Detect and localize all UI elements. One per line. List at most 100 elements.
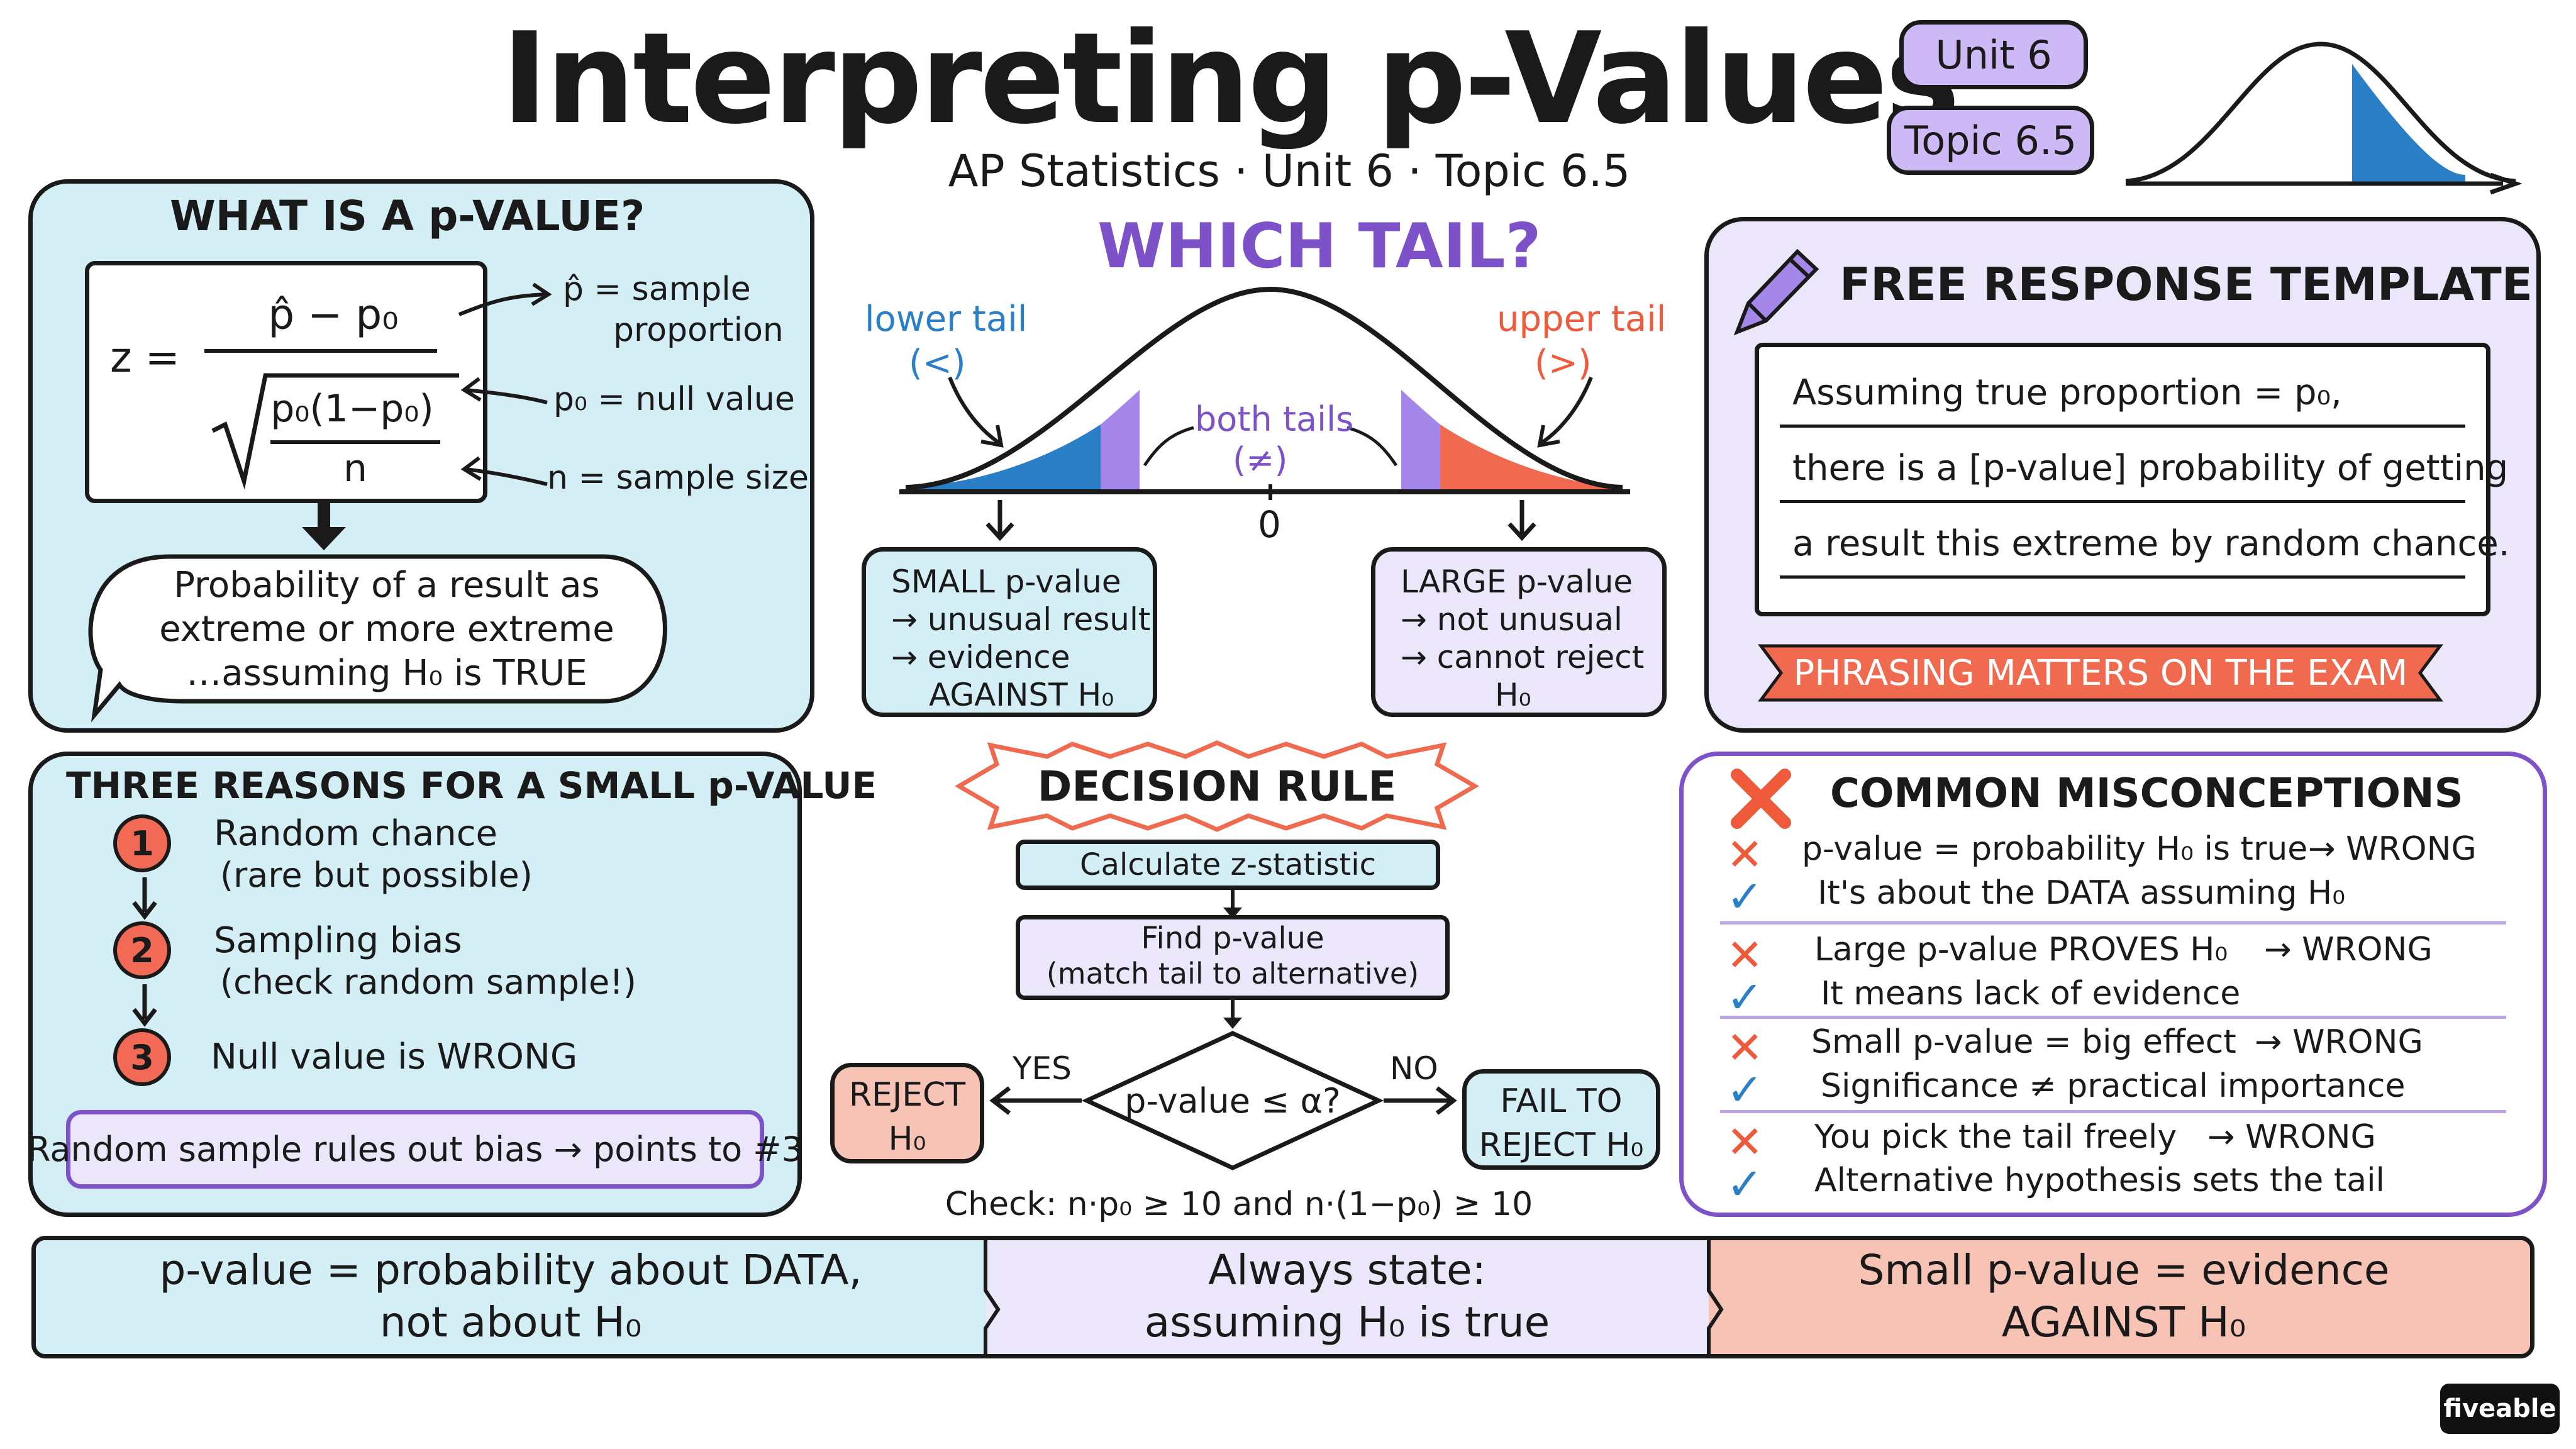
unit-badge: Unit 6 — [1899, 20, 2088, 89]
no-arrow — [1384, 1086, 1457, 1115]
upper-tail-label: upper tail — [1497, 299, 1667, 340]
misconceptions-panel — [1679, 752, 2547, 1217]
square-root-sign — [211, 373, 459, 490]
yes-arrow — [989, 1086, 1082, 1115]
footer-right-line-1: Small p-value = evidence — [1858, 1246, 2390, 1294]
misconception-2: Large p-value PROVES H₀ — [1814, 931, 2228, 969]
small-box-line-3: → evidence — [891, 639, 1070, 675]
phrasing-banner: PHRASING MATTERS ON THE EXAM — [1793, 652, 2408, 694]
header-bell-curve-icon — [2125, 42, 2523, 195]
reason-2-sub: (check random sample!) — [220, 962, 636, 1002]
reason-3-badge: 3 — [113, 1028, 171, 1086]
correction-4: Alternative hypothesis sets the tail — [1814, 1162, 2385, 1199]
wrong-x-icon-2: ✕ — [1726, 930, 1763, 981]
large-box-line-1: LARGE p-value — [1401, 564, 1633, 600]
small-box-line-1: SMALL p-value — [891, 564, 1121, 600]
small-box-line-4: AGAINST H₀ — [929, 677, 1114, 713]
verdict-1: → WRONG — [2308, 830, 2477, 868]
template-line-3: a result this extreme by random chance. — [1780, 516, 2510, 579]
template-line-2: there is a [p-value] probability of gett… — [1780, 440, 2508, 503]
footer-right-segment — [1709, 1240, 2530, 1354]
page-title: Interpreting p-Values — [501, 5, 1960, 152]
verdict-4: → WRONG — [2207, 1118, 2376, 1156]
footer-jagged-divider-1 — [984, 1240, 1001, 1354]
formula-denominator-bottom: n — [343, 447, 368, 491]
formula-lhs: z = — [110, 333, 180, 382]
yes-label: YES — [1013, 1050, 1072, 1087]
zero-label: 0 — [1258, 503, 1281, 546]
misconception-3: Small p-value = big effect — [1811, 1023, 2236, 1061]
large-pvalue-box: LARGE p-value → not unusual → cannot rej… — [1371, 547, 1667, 717]
fraction-bar — [204, 349, 437, 353]
down-arrow-icon — [302, 503, 346, 550]
small-pvalue-box: SMALL p-value → unusual result → evidenc… — [862, 547, 1157, 717]
legend-n: n = sample size — [547, 459, 809, 497]
decision-diamond — [1082, 1031, 1384, 1170]
reject-box: REJECT H₀ — [830, 1063, 984, 1163]
small-arrow-icon — [985, 500, 1014, 541]
flow-arrow-1 — [1223, 890, 1242, 919]
reject-line-2: H₀ — [888, 1119, 926, 1158]
flow-arrow-2 — [1223, 1000, 1242, 1029]
footer-bar: p-value = probability about DATA, not ab… — [31, 1236, 2534, 1358]
check-icon-4: ✓ — [1726, 1158, 1763, 1210]
step-find-p-line-1: Find p-value — [1141, 921, 1324, 956]
both-tails-symbol: (≠) — [1233, 440, 1288, 480]
footer-middle-segment — [985, 1240, 1709, 1354]
no-label: NO — [1390, 1050, 1438, 1087]
check-icon-3: ✓ — [1726, 1064, 1763, 1116]
misconception-1: p-value = probability H₀ is true — [1802, 830, 2308, 868]
footer-middle-line-1: Always state: — [1208, 1246, 1486, 1294]
which-tail-heading: WHICH TAIL? — [1097, 211, 1541, 282]
reason-3-title: Null value is WRONG — [211, 1036, 578, 1077]
legend-p-hat: p̂ = sample — [563, 270, 751, 308]
reason-1-title: Random chance — [214, 813, 497, 854]
conditions-check: Check: n·p₀ ≥ 10 and n·(1−p₀) ≥ 10 — [945, 1185, 1533, 1223]
free-response-heading: FREE RESPONSE TEMPLATE — [1840, 258, 2533, 311]
what-is-heading: WHAT IS A p-VALUE? — [170, 192, 645, 240]
footer-left-line-1: p-value = probability about DATA, — [159, 1246, 862, 1294]
row-divider-1 — [1720, 921, 2506, 924]
large-box-line-3: → cannot reject — [1401, 639, 1645, 675]
template-card — [1755, 343, 2490, 616]
diamond-question: p-value ≤ α? — [1124, 1080, 1341, 1121]
footer-left-line-2: not about H₀ — [379, 1298, 642, 1346]
brand-logo: fiveable — [2440, 1384, 2560, 1434]
reason-arrow-1 — [132, 877, 157, 920]
correction-1: It's about the DATA assuming H₀ — [1818, 874, 2346, 912]
footer-left-segment — [36, 1240, 985, 1354]
misconceptions-heading: COMMON MISCONCEPTIONS — [1830, 770, 2463, 817]
step-find-p-line-2: (match tail to alternative) — [1046, 957, 1419, 991]
tails-bell-curve — [899, 286, 1630, 500]
step-calc-z: Calculate z-statistic — [1016, 840, 1440, 890]
footer-right-line-2: AGAINST H₀ — [2001, 1298, 2246, 1346]
decision-heading: DECISION RULE — [1037, 762, 1397, 811]
fail-to-reject-box: FAIL TO REJECT H₀ — [1462, 1069, 1660, 1170]
step-find-p — [1016, 915, 1450, 1000]
legend-p-hat-extra: proportion — [613, 311, 784, 349]
fail-line-1: FAIL TO — [1500, 1082, 1623, 1120]
reasons-note: Random sample rules out bias → points to… — [27, 1110, 803, 1189]
reject-line-1: REJECT — [848, 1075, 966, 1114]
check-icon-2: ✓ — [1726, 972, 1763, 1023]
speech-bubble — [88, 554, 667, 723]
correction-3: Significance ≠ practical importance — [1821, 1067, 2406, 1105]
correction-2: It means lack of evidence — [1821, 975, 2241, 1013]
formula-numerator: p̂ − p₀ — [268, 290, 399, 339]
big-x-icon — [1731, 769, 1791, 829]
fail-line-2: REJECT H₀ — [1479, 1126, 1644, 1164]
bubble-line-3: …assuming H₀ is TRUE — [186, 652, 587, 694]
reason-2-badge: 2 — [113, 921, 171, 979]
wrong-x-icon-3: ✕ — [1726, 1022, 1763, 1074]
small-box-line-2: → unusual result — [891, 601, 1151, 638]
formula-box — [85, 261, 487, 503]
large-arrow-icon — [1507, 500, 1536, 541]
bubble-line-2: extreme or more extreme — [159, 608, 614, 650]
verdict-2: → WRONG — [2264, 931, 2433, 969]
decision-starburst — [955, 740, 1479, 832]
verdict-3: → WRONG — [2255, 1023, 2423, 1061]
upper-tail-symbol: (>) — [1535, 343, 1592, 384]
reason-arrow-2 — [132, 984, 157, 1027]
wrong-x-icon-1: ✕ — [1726, 829, 1763, 880]
lower-tail-symbol: (<) — [909, 343, 966, 384]
